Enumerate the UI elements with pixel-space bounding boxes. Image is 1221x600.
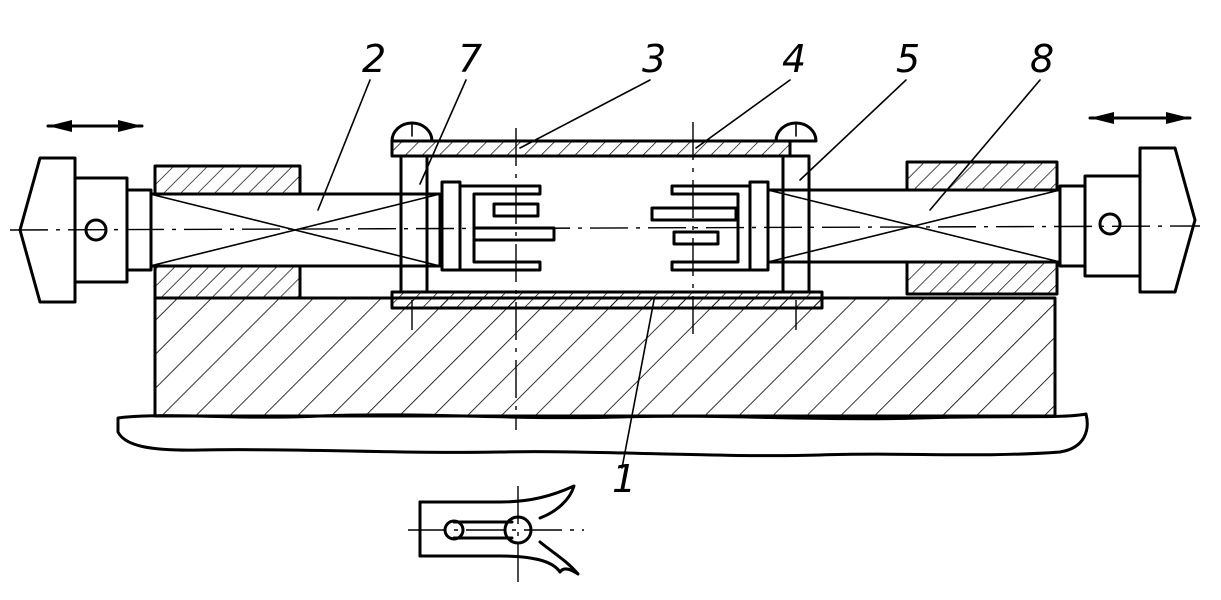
callout-3: 3 [642,37,666,81]
top-plate [390,139,792,158]
callout-4: 4 [782,37,806,81]
callout-5: 5 [896,37,920,81]
right-post [781,154,811,294]
callout-7: 7 [458,37,482,81]
left-post [399,154,429,294]
left-housing [153,164,302,300]
detail-view [408,484,584,584]
bottom-plate [390,290,824,310]
callout-1: 1 [612,457,636,501]
right-housing [905,160,1059,296]
right-clamp [650,180,770,272]
callout-8: 8 [1030,37,1054,81]
left-clamp [440,180,556,272]
ground-surface [116,412,1089,458]
right-handwheel [1058,146,1197,294]
callout-2: 2 [362,37,386,81]
main-axis [9,225,1201,231]
left-motion-arrow [46,120,144,132]
right-motion-arrow [1088,112,1192,124]
base-block [153,296,1057,418]
